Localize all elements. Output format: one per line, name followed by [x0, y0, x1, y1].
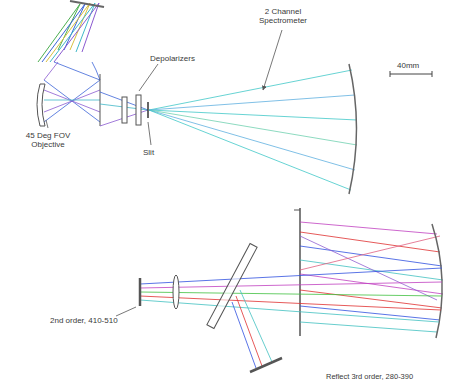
objective-lens [100, 74, 101, 126]
objective-rays [44, 62, 100, 122]
spectrometer-label: 2 Channel Spectrometer [252, 7, 314, 25]
grating [294, 210, 300, 211]
objective-lens [37, 84, 45, 126]
collimator-mirror [349, 64, 357, 194]
channel-label: 2nd order, 410-510 [50, 316, 118, 325]
part-label: Slit [143, 148, 154, 157]
part-label: 45 Deg FOV Objective [20, 131, 76, 149]
fold-mirror [70, 1, 104, 7]
leader-line [46, 30, 282, 316]
detector [250, 358, 282, 372]
dichroic-plate [207, 244, 257, 329]
field-lens [173, 275, 179, 309]
dispersed-rays [300, 222, 443, 332]
slit-rays [100, 92, 148, 126]
camera-mirror [432, 224, 442, 338]
return-rays [140, 268, 442, 368]
scale-label: 40mm [397, 61, 419, 70]
grating [299, 208, 301, 336]
part-label: Depolarizers [150, 54, 195, 63]
scale-bar [390, 71, 432, 77]
depolarizer [122, 97, 127, 123]
input-rays [38, 3, 99, 62]
depolarizer [136, 95, 141, 125]
detector [139, 278, 142, 306]
spectrometer-fan [149, 70, 357, 190]
channel-label: Reflect 3rd order, 280-390 [326, 373, 413, 382]
slit [147, 102, 149, 118]
